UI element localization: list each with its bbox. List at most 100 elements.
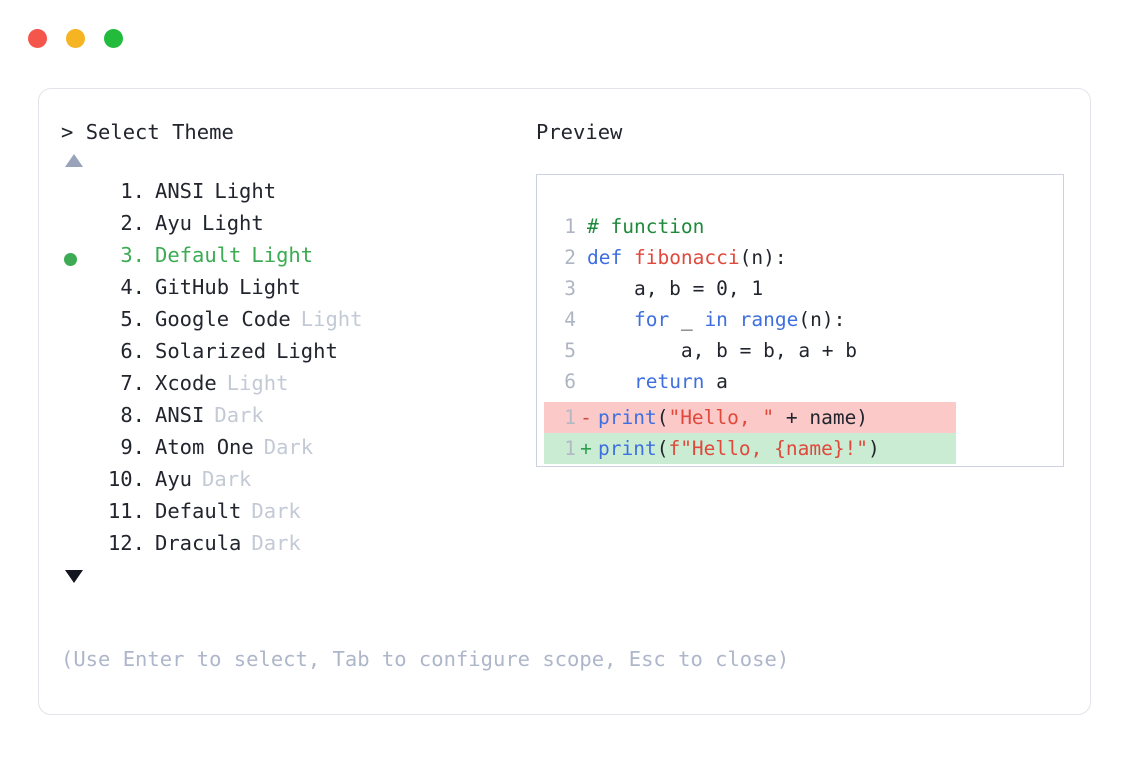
line-number: 3: [564, 277, 576, 300]
code-line-text: def fibonacci(n):: [587, 242, 787, 273]
theme-list-item[interactable]: 12. Dracula Dark: [61, 531, 531, 563]
theme-item-variant: Dark: [214, 403, 264, 427]
theme-item-index: 5.: [120, 307, 145, 331]
theme-item-name: Default: [155, 499, 242, 523]
theme-item-index: 7.: [120, 371, 145, 395]
diff-line-number: 1: [564, 406, 576, 429]
theme-item-variant: Dark: [202, 467, 252, 491]
theme-item-variant: Dark: [263, 435, 314, 459]
code-token: for: [633, 308, 670, 331]
code-token: print: [598, 437, 657, 460]
code-line: 4 for _ in range(n):: [554, 304, 857, 335]
prompt-marker: >: [61, 120, 74, 144]
theme-list-item[interactable]: 7. Xcode Light: [61, 371, 531, 403]
page-title: Select Theme: [85, 120, 234, 144]
code-token: def: [587, 246, 634, 269]
theme-item-index: 1.: [120, 179, 145, 203]
theme-list-item[interactable]: 9. Atom One Dark: [61, 435, 531, 467]
theme-item-variant: Light: [239, 275, 301, 299]
diff-sample: 1-print("Hello, " + name)1+print(f"Hello…: [544, 402, 956, 464]
theme-item-name: ANSI: [155, 403, 205, 427]
line-number: 2: [564, 246, 576, 269]
prompt-header: > Select Theme: [61, 117, 531, 147]
theme-list-item[interactable]: 11. Default Dark: [61, 499, 531, 531]
selection-bullet-slot: [61, 531, 93, 563]
theme-item-name: Default: [155, 243, 242, 267]
diff-line-number: 1: [564, 437, 576, 460]
code-line-text: for _ in range(n):: [587, 304, 845, 335]
line-number: 1: [564, 215, 576, 238]
theme-item-variant: Light: [251, 243, 314, 267]
theme-item-index: 12.: [107, 531, 145, 555]
theme-item-name: Xcode: [155, 371, 217, 395]
code-token: (n):: [739, 246, 787, 269]
theme-item-variant: Dark: [251, 531, 301, 555]
selection-bullet-slot: [61, 179, 93, 211]
theme-item-name: Google Code: [155, 307, 291, 331]
code-token: print: [598, 406, 657, 429]
code-token: (n):: [798, 308, 846, 331]
theme-item-index: 9.: [120, 435, 145, 459]
scroll-up-indicator[interactable]: [61, 147, 531, 173]
code-token: a: [704, 370, 728, 393]
theme-item-variant: Light: [226, 371, 289, 395]
theme-list-item[interactable]: 3. Default Light: [61, 243, 531, 275]
code-token: in: [704, 308, 728, 331]
close-window-button[interactable]: [28, 29, 47, 48]
theme-item-index: 4.: [120, 275, 145, 299]
theme-item-variant: Light: [214, 179, 277, 203]
code-token: [587, 370, 634, 393]
code-token: ): [868, 437, 880, 460]
diff-line-removed: 1-print("Hello, " + name): [544, 402, 956, 433]
theme-item-index: 11.: [107, 499, 145, 523]
theme-item-index: 8.: [120, 403, 145, 427]
scroll-down-indicator[interactable]: [61, 563, 531, 589]
theme-item-variant: Light: [202, 211, 264, 235]
chevron-up-icon: [65, 153, 83, 167]
theme-item-index: 2.: [120, 211, 145, 235]
selection-bullet-slot: [61, 339, 93, 371]
preview-title: Preview: [536, 120, 623, 144]
diff-line-text: print("Hello, " + name): [598, 402, 868, 433]
code-line: 6 return a: [554, 366, 857, 397]
code-token: + name): [774, 406, 869, 429]
code-token: (: [656, 437, 669, 460]
minimize-window-button[interactable]: [66, 29, 85, 48]
code-line-text: return a: [587, 366, 728, 397]
line-number: 4: [564, 308, 576, 331]
theme-item-name: GitHub: [155, 275, 230, 299]
selection-bullet-slot: [61, 435, 93, 467]
theme-list-item[interactable]: 8. ANSI Dark: [61, 403, 531, 435]
code-token: [728, 308, 740, 331]
code-line-text: # function: [587, 211, 704, 242]
line-number: 6: [564, 370, 576, 393]
code-line: 1 # function: [554, 211, 857, 242]
theme-item-variant: Light: [276, 339, 338, 363]
theme-item-name: Dracula: [155, 531, 242, 555]
window-traffic-lights: [28, 29, 123, 48]
maximize-window-button[interactable]: [104, 29, 123, 48]
theme-item-index: 3.: [120, 243, 145, 267]
code-line: 3 a, b = 0, 1: [554, 273, 857, 304]
diff-sign: -: [580, 406, 592, 429]
diff-line-text: print(f"Hello, {name}!"): [598, 433, 880, 464]
code-token: f"Hello, {name}!": [668, 437, 869, 460]
theme-item-index: 10.: [107, 467, 145, 491]
theme-item-name: Ayu: [155, 211, 193, 235]
theme-item-variant: Dark: [251, 499, 301, 523]
theme-item-name: Atom One: [155, 435, 254, 459]
theme-list-item[interactable]: 2. Ayu Light: [61, 211, 531, 243]
keyboard-hint: (Use Enter to select, Tab to configure s…: [61, 647, 790, 671]
theme-list-item[interactable]: 4. GitHub Light: [61, 275, 531, 307]
selection-bullet-slot: [61, 371, 93, 403]
code-token: fibonacci: [633, 246, 740, 269]
selection-bullet-slot: [61, 211, 93, 243]
code-token: a, b = 0, 1: [587, 277, 764, 300]
